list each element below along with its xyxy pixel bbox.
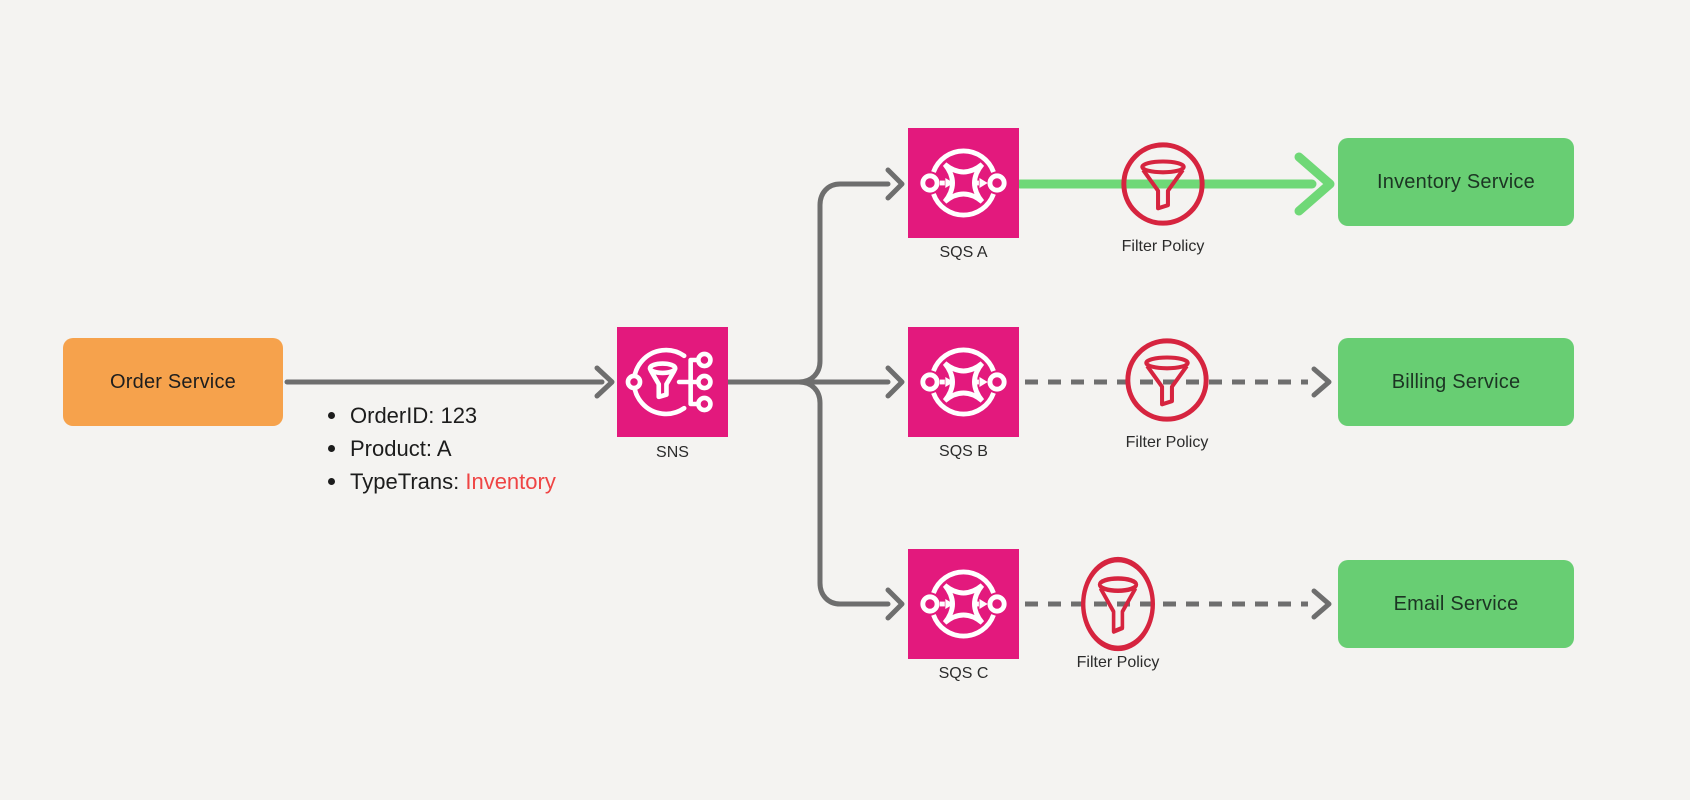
bullet-dot — [328, 478, 335, 485]
email-service-node: Email Service — [1338, 560, 1574, 648]
flow-sqs-a-to-inventory-matched — [1015, 152, 1335, 216]
filter-policy-b-label: Filter Policy — [1125, 434, 1209, 451]
sqs-a-node — [908, 128, 1019, 238]
arrowhead-into-email — [1311, 588, 1332, 620]
sqs-b-label: SQS B — [939, 443, 988, 460]
filter-policy-icon — [1125, 338, 1209, 422]
sns-label: SNS — [656, 444, 689, 461]
sqs-c-label: SQS C — [938, 665, 989, 682]
billing-service-node: Billing Service — [1338, 338, 1574, 426]
arrowhead-into-sqs-c — [885, 587, 905, 621]
filter-policy-icon — [1081, 556, 1155, 652]
arrowhead-into-inventory — [1294, 152, 1335, 216]
message-attribute-product: Product: A — [328, 432, 628, 465]
filter-policy-a-label: Filter Policy — [1121, 238, 1205, 255]
arrowhead-into-sqs-a — [885, 167, 905, 201]
order-service-label: Order Service — [110, 370, 236, 393]
sqs-icon — [920, 569, 1007, 639]
arrowhead-into-sqs-b — [885, 365, 905, 399]
inventory-service-node: Inventory Service — [1338, 138, 1574, 226]
sqs-a-label: SQS A — [939, 244, 988, 261]
filter-policy-icon — [1121, 142, 1205, 226]
arrowhead-into-sns — [594, 365, 615, 399]
flow-order-to-sns — [284, 365, 615, 399]
email-service-label: Email Service — [1393, 592, 1519, 615]
sqs-icon — [920, 347, 1007, 417]
message-attribute-orderid: OrderID: 123 — [328, 399, 628, 432]
message-attribute-typetrans: TypeTrans: Inventory — [328, 465, 628, 498]
fanout-branch-bottom — [796, 379, 891, 607]
order-service-node: Order Service — [63, 338, 283, 426]
bullet-dot — [328, 412, 335, 419]
fanout-branch-top — [796, 181, 891, 385]
message-attributes-list: OrderID: 123 Product: A TypeTrans: Inven… — [328, 399, 628, 498]
sqs-b-node — [908, 327, 1019, 437]
flow-sqs-c-to-email-dashed — [1025, 588, 1332, 620]
sqs-icon — [920, 148, 1007, 218]
sns-node — [617, 327, 728, 437]
bullet-dot — [328, 445, 335, 452]
billing-service-label: Billing Service — [1391, 370, 1521, 393]
sqs-c-node — [908, 549, 1019, 659]
sns-icon — [625, 347, 713, 417]
arrowhead-into-billing — [1311, 366, 1332, 398]
typetrans-highlight-value: Inventory — [465, 468, 556, 494]
inventory-service-label: Inventory Service — [1377, 170, 1535, 193]
flow-sqs-b-to-billing-dashed — [1025, 366, 1332, 398]
filter-policy-c-label: Filter Policy — [1076, 654, 1160, 671]
flow-sns-fanout — [725, 167, 905, 621]
